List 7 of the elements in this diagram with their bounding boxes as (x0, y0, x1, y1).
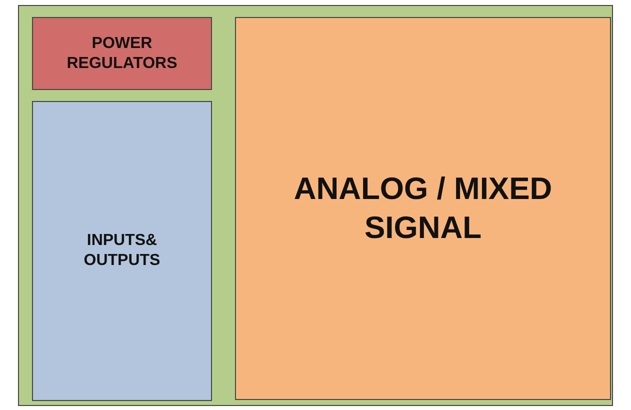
io-block (32, 101, 212, 401)
analog-block (235, 17, 611, 400)
board-outline (18, 5, 613, 406)
block-label: POWER REGULATORS (66, 34, 178, 74)
block-label: ANALOG / MIXED SIGNAL (292, 170, 554, 246)
power-block (32, 17, 212, 90)
block-label: INPUTS& OUTPUTS (82, 231, 162, 271)
